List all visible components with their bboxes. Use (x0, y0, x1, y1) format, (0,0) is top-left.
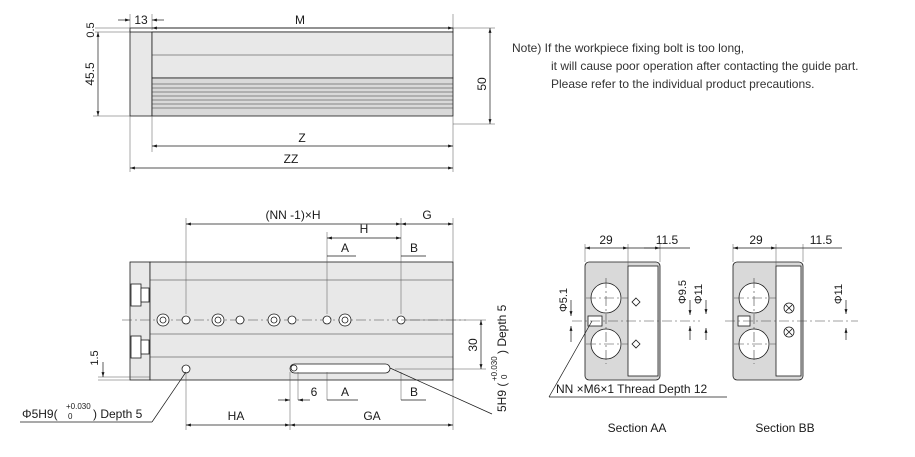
dim-g: G (422, 208, 431, 222)
dim-nn-pitch: (NN -1)×H (265, 208, 320, 222)
thread-note: NN ×M6×1 Thread Depth 12 (556, 382, 708, 396)
dim-45-5: 45.5 (83, 62, 97, 86)
section-aa-dim-29: 29 (599, 233, 613, 247)
dim-50: 50 (475, 77, 489, 91)
section-aa-phi5-1: Φ5.1 (558, 288, 570, 312)
note-line-3: Please refer to the individual product p… (551, 77, 815, 91)
dim-ga: GA (363, 409, 380, 423)
dim-6: 6 (311, 385, 318, 399)
hole-callout-right: 5H9 ( +0.030 0 ) Depth 5 (490, 304, 509, 412)
hole-callout-left: Φ5H9( +0.030 0 ) Depth 5 (22, 402, 143, 421)
section-aa-phi9-5: Φ9.5 (677, 280, 689, 304)
hole-right-tol-bottom: 0 (500, 374, 509, 379)
section-bb-dim-11-5: 11.5 (810, 233, 833, 247)
note-line-1: Note) If the workpiece fixing bolt is to… (512, 41, 744, 55)
dim-ha: HA (228, 409, 245, 423)
pin-slot (289, 363, 391, 374)
section-aa-caption: Section AA (608, 421, 667, 435)
dim-30: 30 (466, 338, 480, 352)
section-aa-phi11: Φ11 (693, 284, 705, 304)
svg-text:Φ5H9(: Φ5H9( (22, 407, 58, 421)
section-b-bottom: B (410, 385, 418, 399)
section-bb-caption: Section BB (755, 421, 814, 435)
side-table-top (129, 27, 454, 33)
section-a-top: A (341, 241, 349, 255)
section-b-top: B (410, 241, 418, 255)
dim-1-5: 1.5 (89, 350, 101, 365)
section-aa: 29 11.5 Φ5.1 Φ9.5 Φ11 NN ×M6×1 Thread De… (548, 233, 727, 435)
port-fitting-top (130, 283, 142, 307)
dim-h: H (360, 222, 369, 236)
section-bb: 29 11.5 Φ11 Section BB (725, 233, 858, 435)
pin-hole-left (181, 364, 191, 374)
hole-right-depth: ) Depth 5 (495, 304, 509, 354)
dim-zz: ZZ (284, 152, 299, 166)
side-end-plate (129, 29, 153, 117)
section-bb-dim-29: 29 (749, 233, 763, 247)
dim-0-5: 0.5 (85, 22, 97, 37)
hole-left-spec: Φ5H9( (22, 407, 58, 421)
section-aa-dim-11-5: 11.5 (656, 233, 679, 247)
dim-m: M (295, 13, 305, 27)
note-block: Note) If the workpiece fixing bolt is to… (512, 41, 859, 91)
hole-left-tol-top: +0.030 (66, 402, 91, 411)
section-a-bottom: A (341, 385, 349, 399)
section-bb-phi11: Φ11 (833, 284, 845, 304)
side-view: 0.5 13 M 45.5 50 Z ZZ (83, 13, 495, 172)
plan-view: (NN -1)×H G H A B A B 6 HA GA 1.5 (20, 208, 509, 430)
dim-13: 13 (134, 13, 148, 27)
plan-end-plate (129, 261, 151, 381)
dim-z: Z (298, 131, 305, 145)
note-line-2: it will cause poor operation after conta… (551, 59, 859, 73)
hole-left-tol-bottom: 0 (68, 412, 73, 421)
mounting-holes (156, 313, 406, 327)
side-rail-body (151, 77, 454, 117)
hole-left-depth: ) Depth 5 (93, 407, 143, 421)
port-fitting-bottom (130, 335, 142, 359)
hole-right-spec: 5H9 ( (495, 383, 509, 412)
hole-right-tol-top: +0.030 (490, 356, 499, 381)
